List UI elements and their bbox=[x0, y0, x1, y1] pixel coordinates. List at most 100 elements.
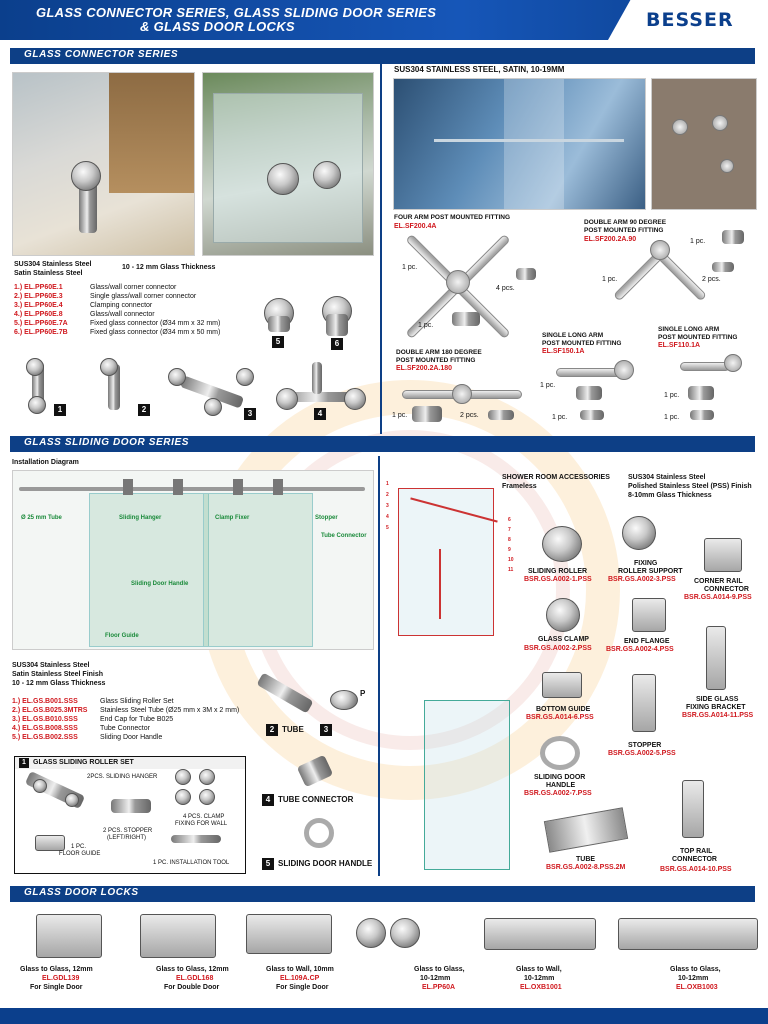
shower-callouts-left: 1 2 3 4 5 bbox=[386, 481, 389, 531]
connector-material-1: SUS304 Stainless Steel bbox=[14, 261, 92, 268]
sliding-desc: Tube Connector bbox=[100, 725, 150, 732]
qty-one: 1 pc. bbox=[418, 322, 434, 329]
lock-code: EL.OXB1001 bbox=[520, 984, 562, 991]
shower-item-code: BSR.GS.A002-8.PSS.2M bbox=[546, 864, 626, 871]
sliding-door-handle-label: SLIDING DOOR HANDLE bbox=[278, 859, 373, 868]
diagram-label-hanger: Sliding Hanger bbox=[119, 515, 162, 521]
sliding-number-2: 2 bbox=[266, 724, 278, 736]
qty-one: 1 pc. bbox=[690, 238, 706, 245]
shower-material-3: 8-10mm Glass Thickness bbox=[628, 492, 712, 499]
shower-item-code: BSR.GS.A002-5.PSS bbox=[608, 750, 676, 757]
fitting-180-name-2: POST MOUNTED FITTING bbox=[396, 357, 476, 364]
page-footer-bar bbox=[0, 1008, 768, 1024]
lock-line2: 10-12mm bbox=[524, 975, 555, 982]
shower-material-2: Polished Stainless Steel (PSS) Finish bbox=[628, 483, 752, 490]
tube-image bbox=[256, 672, 314, 714]
connector-code: 6.) EL.PP60E.7B bbox=[14, 329, 68, 336]
connector-number-2: 2 bbox=[138, 404, 150, 416]
lock-oxb1001-image bbox=[484, 918, 596, 950]
corner-connector-1-knob bbox=[26, 358, 44, 376]
lock-line2: 10-12mm bbox=[420, 975, 451, 982]
fitting-single-150-name-2: POST MOUNTED FITTING bbox=[542, 340, 622, 347]
sliding-desc: Stainless Steel Tube (Ø25 mm x 3M x 2 mm… bbox=[100, 707, 240, 714]
end-cap-label: P bbox=[360, 689, 366, 698]
diagram-label-stopper: Stopper bbox=[315, 515, 338, 521]
glass-clamp-image bbox=[546, 598, 580, 632]
connector-number-4: 4 bbox=[314, 408, 326, 420]
photo-spider-fitting-parts bbox=[651, 78, 757, 210]
floor-text-1: 1 PC. bbox=[71, 844, 87, 850]
lock-code: EL.GDL168 bbox=[176, 975, 214, 982]
bolt-image bbox=[516, 268, 536, 280]
sliding-material-1: SUS304 Stainless Steel bbox=[12, 662, 90, 669]
fixing-roller-support-image bbox=[622, 516, 656, 550]
lock-code: EL.GDL139 bbox=[42, 975, 80, 982]
lock-pp60a-image bbox=[356, 918, 386, 948]
bolt-image bbox=[688, 386, 714, 400]
connector-code: 5.) EL.PP60E.7A bbox=[14, 320, 68, 327]
sliding-thickness: 10 - 12 mm Glass Thickness bbox=[12, 680, 106, 687]
installation-diagram-label: Installation Diagram bbox=[12, 459, 79, 466]
tube-shower-image bbox=[543, 807, 629, 853]
shower-item-name: ROLLER SUPPORT bbox=[618, 568, 683, 575]
shower-item-name: BOTTOM GUIDE bbox=[536, 706, 591, 713]
connector-section-title: GLASS CONNECTOR SERIES bbox=[24, 49, 179, 60]
tube-connector-image bbox=[296, 754, 334, 788]
roller-hanger-1: 2PCS. SLIDING HANGER bbox=[87, 774, 158, 780]
shower-item-name: STOPPER bbox=[628, 742, 662, 749]
shower-item-code: BSR.GS.A002-2.PSS bbox=[524, 645, 592, 652]
lock-line3: For Single Door bbox=[276, 984, 329, 991]
sliding-door-handle-image bbox=[304, 818, 334, 848]
corner-rail-connector-image bbox=[704, 538, 742, 572]
fitting-180-code: EL.SF200.2A.180 bbox=[396, 365, 453, 372]
fitting-four-arm-code: EL.SF200.4A bbox=[394, 223, 437, 230]
connector-section-bar: GLASS CONNECTOR SERIES bbox=[10, 48, 755, 64]
connector-code: 3.) EL.PP60E.4 bbox=[14, 302, 63, 309]
bolt-image bbox=[452, 312, 480, 326]
shower-item-name: SIDE GLASS bbox=[696, 696, 739, 703]
bottom-guide-image bbox=[542, 672, 582, 698]
spider-heading: SUS304 STAINLESS STEEL, SATIN, 10-19MM bbox=[394, 65, 565, 74]
bolt-image bbox=[712, 262, 734, 272]
shower-enclosure-diagram bbox=[398, 488, 498, 636]
bolt-image bbox=[722, 230, 744, 244]
glass-wall-connector-4-stem bbox=[312, 362, 322, 394]
shower-item-name: CONNECTOR bbox=[672, 856, 717, 863]
fixed-connector-6-body bbox=[326, 314, 348, 336]
connector-number-3: 3 bbox=[244, 408, 256, 420]
stopper-text-2: (LEFT/RIGHT) bbox=[107, 835, 146, 841]
section-divider-vertical bbox=[380, 64, 382, 434]
connector-desc: Fixed glass connector (Ø34 mm x 50 mm) bbox=[90, 329, 221, 336]
fitting-single-150-code: EL.SF150.1A bbox=[542, 348, 585, 355]
lock-line1: Glass to Wall, bbox=[516, 966, 562, 973]
fixed-connector-5-body bbox=[268, 316, 290, 332]
clamping-connector-3-knob-left bbox=[168, 368, 186, 386]
lock-line1: Glass to Wall, 10mm bbox=[266, 966, 334, 973]
qty-one: 1 pc. bbox=[602, 276, 618, 283]
lock-gdl168-image bbox=[140, 914, 216, 958]
connector-desc: Glass/wall connector bbox=[90, 311, 155, 318]
fitting-single-150-name-1: SINGLE LONG ARM bbox=[542, 332, 604, 339]
shower-item-name: CORNER RAIL bbox=[694, 578, 743, 585]
shower-title-1: SHOWER ROOM ACCESSORIES bbox=[502, 474, 610, 481]
shower-item-code: BSR.GS.A014-11.PSS bbox=[682, 712, 754, 719]
sliding-desc: Sliding Door Handle bbox=[100, 734, 163, 741]
shower-item-name: END FLANGE bbox=[624, 638, 670, 645]
header-title-line1: GLASS CONNECTOR SERIES, GLASS SLIDING DO… bbox=[36, 5, 437, 20]
shower-item-name: SLIDING DOOR bbox=[534, 774, 586, 781]
connector-desc: Clamping connector bbox=[90, 302, 153, 309]
bolt-image bbox=[580, 410, 604, 420]
side-glass-bracket-image bbox=[706, 626, 726, 690]
locks-section-bar: GLASS DOOR LOCKS bbox=[10, 886, 755, 902]
shower-item-code: BSR.GS.A002-3.PSS bbox=[608, 576, 676, 583]
bolt-image bbox=[412, 406, 442, 422]
locks-section-title: GLASS DOOR LOCKS bbox=[24, 887, 139, 898]
lock-code: EL.OXB1003 bbox=[676, 984, 718, 991]
page-header: GLASS CONNECTOR SERIES, GLASS SLIDING DO… bbox=[0, 0, 768, 40]
connector-thickness: 10 - 12 mm Glass Thickness bbox=[122, 264, 216, 271]
installation-diagram: Ø 25 mm Tube Sliding Hanger Clamp Fixer … bbox=[12, 470, 374, 650]
fitting-90-name-1: DOUBLE ARM 90 DEGREE bbox=[584, 219, 667, 226]
brand-name: BESSER bbox=[646, 9, 734, 31]
shower-item-code: BSR.GS.A002-4.PSS bbox=[606, 646, 674, 653]
shower-item-name: SLIDING ROLLER bbox=[528, 568, 588, 575]
